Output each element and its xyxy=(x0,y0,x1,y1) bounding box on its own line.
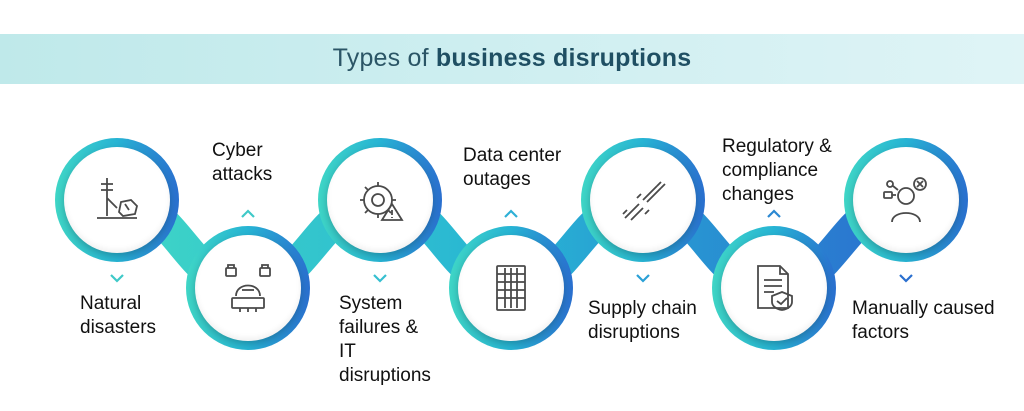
label-line: attacks xyxy=(212,164,273,185)
label-line: factors xyxy=(852,322,910,343)
label-line: failures & xyxy=(339,317,419,338)
node-natural-disasters xyxy=(64,147,170,253)
label-regulatory: Regulatory & compliance changes xyxy=(722,135,832,207)
pointer-4 xyxy=(504,209,518,218)
label-line: changes xyxy=(722,184,794,205)
label-line: Natural xyxy=(80,293,142,314)
title-prefix: Types of xyxy=(332,44,436,72)
pointer-5 xyxy=(636,274,650,283)
label-line: compliance xyxy=(722,160,819,181)
hacker-icon xyxy=(225,264,271,312)
node-manual-factors xyxy=(853,147,959,253)
page-title: Types of business disruptions xyxy=(0,44,1024,73)
label-line: IT xyxy=(339,341,356,362)
title-bold: business disruptions xyxy=(435,44,692,72)
person-thinking-icon xyxy=(883,177,927,223)
pointer-2 xyxy=(241,209,255,218)
gear-warning-icon xyxy=(360,182,404,221)
node-system-failures xyxy=(327,147,433,253)
label-system-failures: System failures & IT disruptions xyxy=(339,292,431,388)
pointer-1 xyxy=(110,274,124,283)
label-line: Manually caused xyxy=(852,298,995,319)
label-cyber-attacks: Cyber attacks xyxy=(212,139,272,187)
title-banner xyxy=(0,34,1024,84)
label-data-center-outages: Data center outages xyxy=(463,144,561,192)
server-rack-icon xyxy=(496,265,526,311)
label-natural-disasters: Natural disasters xyxy=(80,292,156,340)
label-supply-chain: Supply chain disruptions xyxy=(588,297,697,345)
power-line-storm-icon xyxy=(97,178,138,219)
label-line: disruptions xyxy=(339,365,431,386)
pointer-6 xyxy=(767,209,781,218)
label-line: Cyber xyxy=(212,140,263,161)
node-supply-chain xyxy=(590,147,696,253)
node-cyber-attacks xyxy=(195,235,301,341)
label-line: Data center xyxy=(463,145,562,166)
label-line: disruptions xyxy=(588,322,680,343)
label-line: disasters xyxy=(80,317,157,338)
pointer-7 xyxy=(899,274,913,283)
label-manual-factors: Manually caused factors xyxy=(852,297,995,345)
label-line: outages xyxy=(463,169,531,190)
label-line: System xyxy=(339,293,403,314)
compliance-document-icon xyxy=(757,265,793,311)
label-line: Regulatory & xyxy=(722,136,832,157)
node-data-center-outages xyxy=(458,235,564,341)
broken-chain-icon xyxy=(622,181,666,221)
label-line: Supply chain xyxy=(588,298,697,319)
pointer-3 xyxy=(373,274,387,283)
node-regulatory xyxy=(721,235,827,341)
